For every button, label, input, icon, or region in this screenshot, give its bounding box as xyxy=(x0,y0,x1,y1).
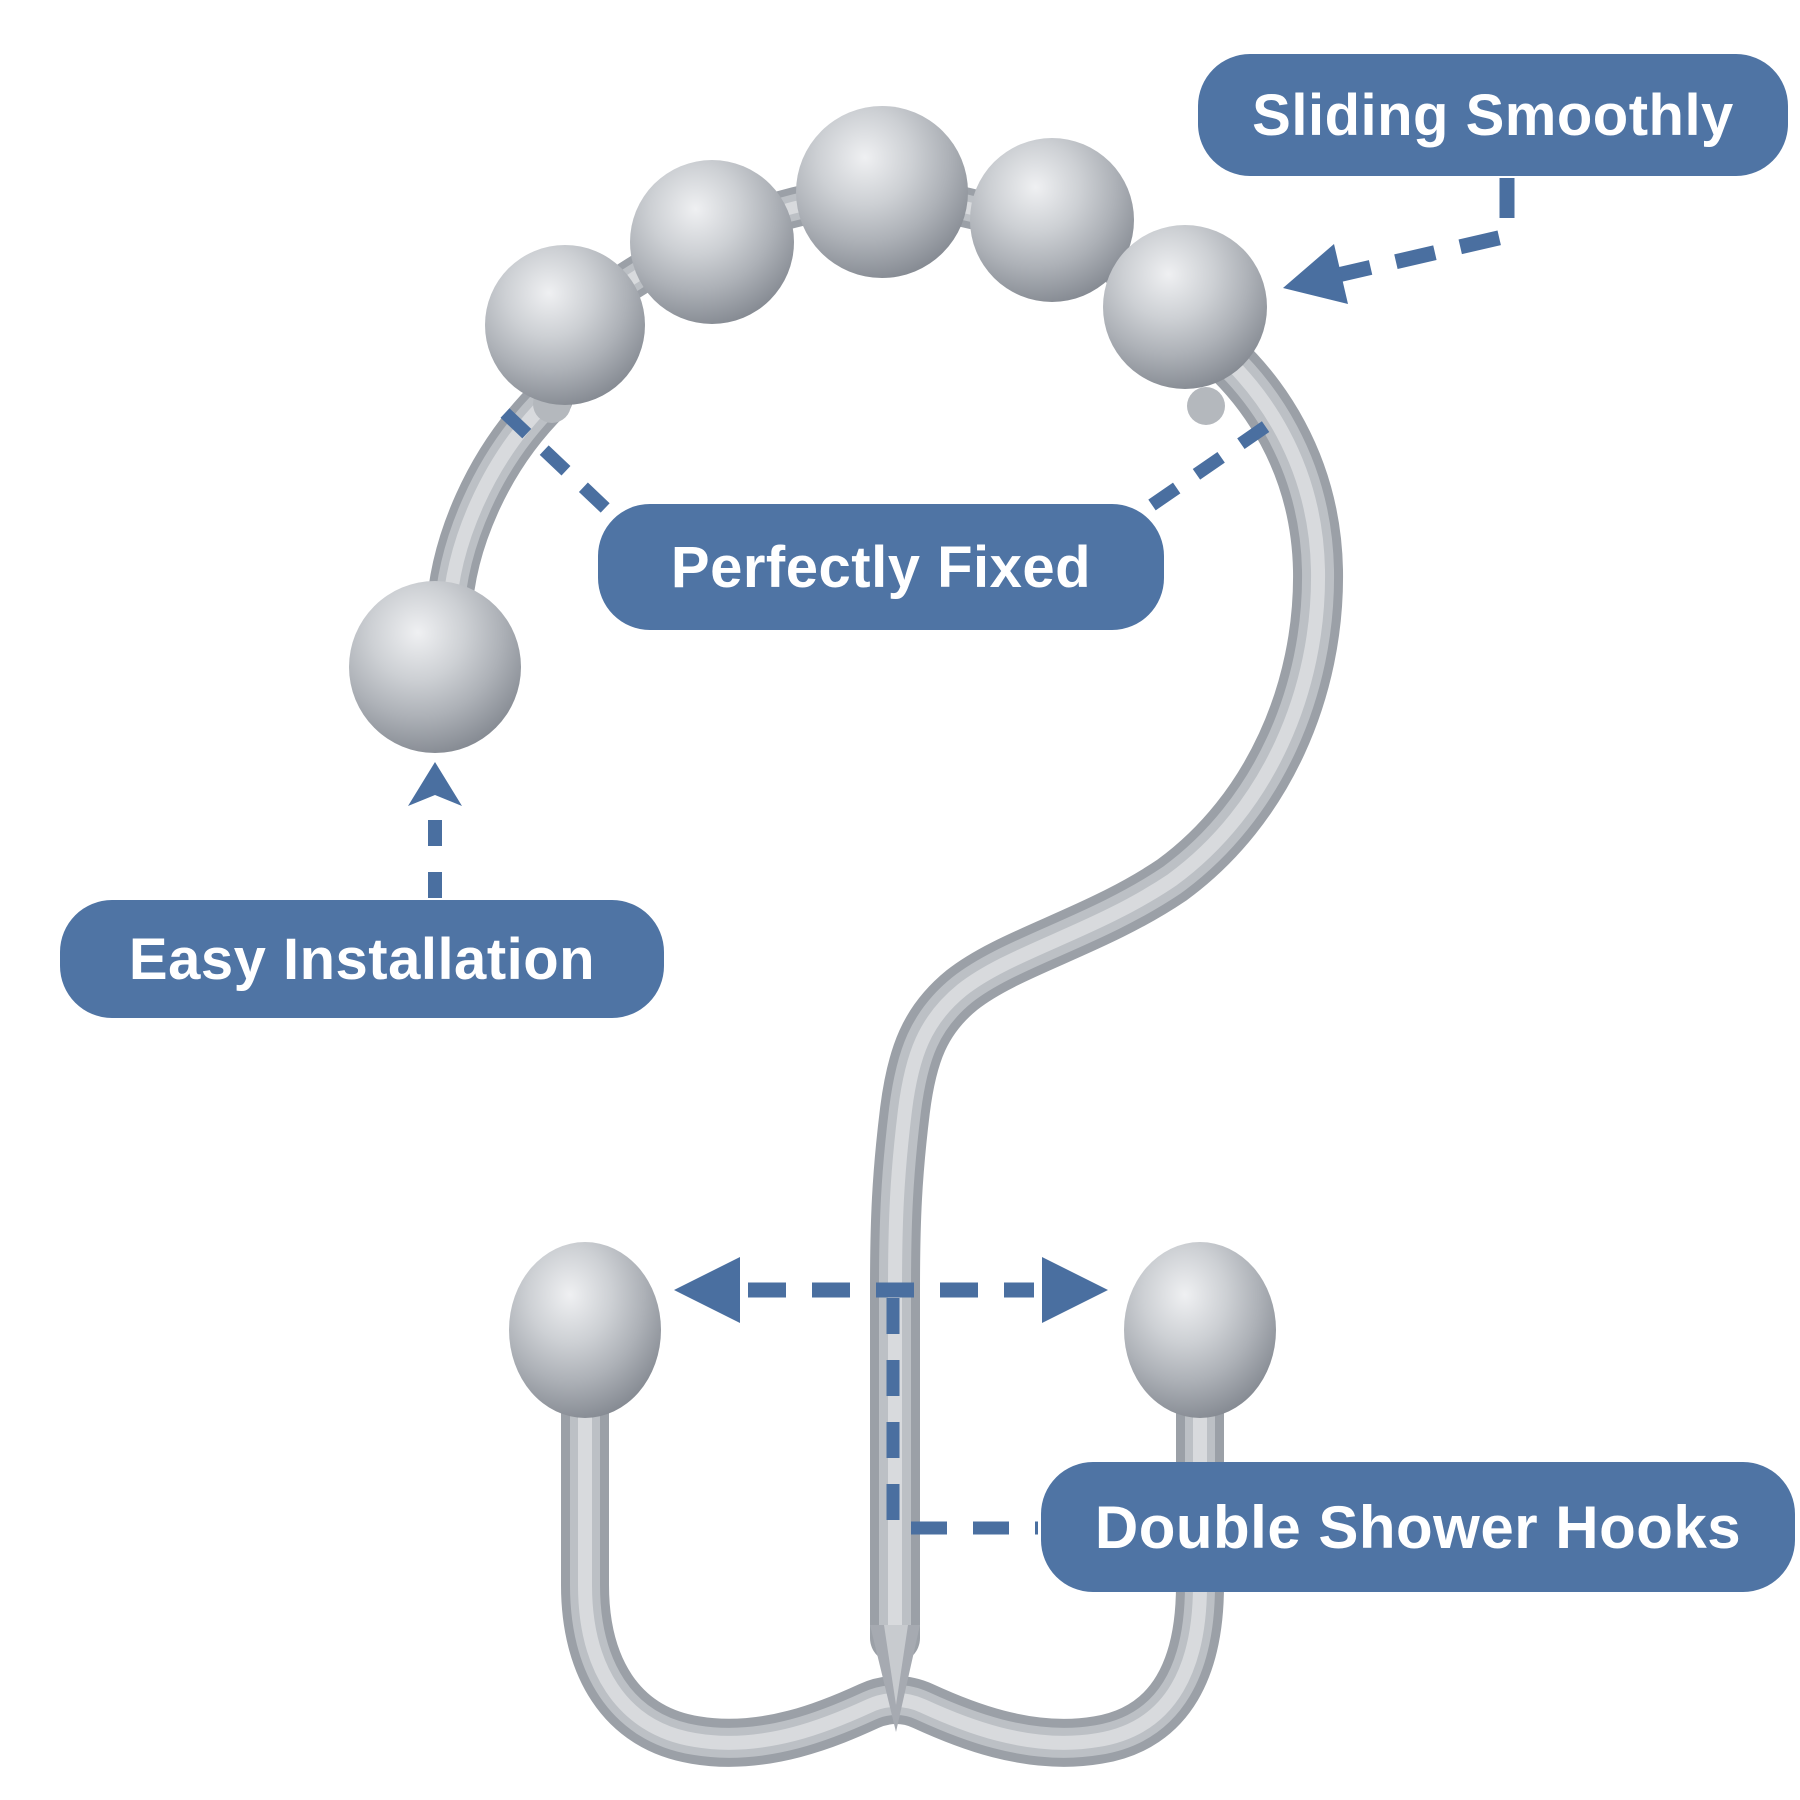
arrowhead-up-icon xyxy=(408,762,462,806)
bottom-hook-balls xyxy=(509,1242,1276,1418)
roller-balls-top-arc xyxy=(485,106,1267,405)
connector-double-hooks-label xyxy=(886,1298,1038,1535)
callout-double-shower-hooks: Double Shower Hooks xyxy=(1041,1462,1795,1592)
arrow-sliding-smoothly xyxy=(1283,178,1515,304)
callout-perfectly-fixed: Perfectly Fixed xyxy=(598,504,1164,630)
arrowhead-left-icon xyxy=(674,1257,740,1323)
callout-sliding-smoothly-label: Sliding Smoothly xyxy=(1252,82,1734,148)
callout-double-shower-hooks-label: Double Shower Hooks xyxy=(1094,1493,1742,1561)
open-end-ball xyxy=(349,581,521,753)
callout-sliding-smoothly: Sliding Smoothly xyxy=(1198,54,1788,176)
hook-rod-pointed-tip xyxy=(870,1625,920,1732)
hook-wire-open-end xyxy=(426,375,573,638)
arrowhead-left-icon xyxy=(1283,244,1348,304)
arrowhead-right-icon xyxy=(1042,1257,1108,1323)
callout-perfectly-fixed-label: Perfectly Fixed xyxy=(670,534,1092,600)
arrow-perfectly-fixed-right xyxy=(1148,410,1285,511)
arrow-perfectly-fixed-left xyxy=(500,408,624,526)
wire-nubs xyxy=(533,385,1225,425)
callout-easy-installation-label: Easy Installation xyxy=(128,926,596,992)
hook-wire-question-mark-stem xyxy=(870,305,1344,1663)
callout-easy-installation: Easy Installation xyxy=(60,900,664,1018)
arrow-easy-installation xyxy=(408,762,462,898)
arrow-double-hooks-span xyxy=(674,1257,1108,1323)
